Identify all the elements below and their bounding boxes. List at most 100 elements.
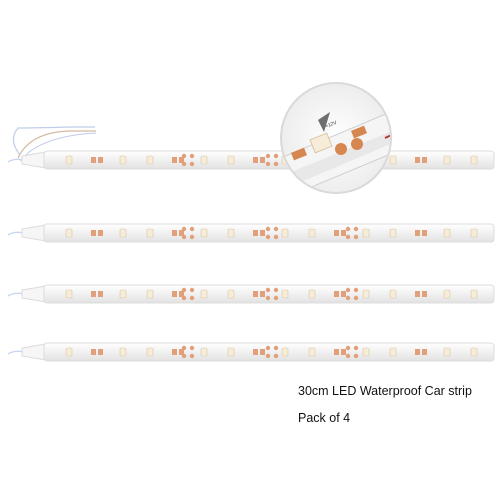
resistor-icon <box>422 291 427 297</box>
led-chip-icon <box>146 228 154 238</box>
resistor-icon <box>415 157 420 163</box>
led-chip-icon <box>470 228 478 238</box>
led-chip-icon <box>146 289 154 299</box>
resistor-icon <box>334 349 339 355</box>
solder-pad <box>353 353 359 359</box>
pack-count-label: Pack of 4 <box>298 411 351 425</box>
resistor-icon <box>260 157 265 163</box>
resistor-icon <box>253 291 258 297</box>
led-chip-icon <box>389 289 397 299</box>
solder-pad <box>189 234 195 240</box>
led-chip-icon <box>443 228 451 238</box>
led-chip-icon <box>65 228 73 238</box>
solder-pad <box>273 234 279 240</box>
resistor-icon <box>172 157 177 163</box>
solder-pad <box>273 161 279 167</box>
led-chip-icon <box>470 347 478 357</box>
led-strip <box>7 342 495 362</box>
resistor-icon <box>260 230 265 236</box>
magnifier-inset-icon: +12V <box>280 82 392 194</box>
solder-pad <box>345 345 351 351</box>
resistor-icon <box>341 291 346 297</box>
resistor-icon <box>260 349 265 355</box>
solder-pad <box>265 345 271 351</box>
resistor-icon <box>415 291 420 297</box>
solder-pad <box>189 287 195 293</box>
solder-pad <box>353 234 359 240</box>
solder-pad <box>353 287 359 293</box>
solder-pad <box>181 287 187 293</box>
led-chip-icon <box>281 289 289 299</box>
led-chip-icon <box>308 289 316 299</box>
solder-pad <box>265 353 271 359</box>
solder-pad <box>345 353 351 359</box>
solder-pad <box>353 226 359 232</box>
led-chip-icon <box>389 228 397 238</box>
solder-pad <box>265 153 271 159</box>
strip-body <box>43 223 495 243</box>
solder-pad <box>273 226 279 232</box>
solder-pad <box>189 345 195 351</box>
resistor-icon <box>260 291 265 297</box>
resistor-icon <box>422 349 427 355</box>
solder-pad <box>273 353 279 359</box>
resistor-icon <box>98 157 103 163</box>
solder-pad <box>181 153 187 159</box>
solder-pad <box>189 161 195 167</box>
strip-body <box>43 284 495 304</box>
resistor-icon <box>179 230 184 236</box>
resistor-icon <box>98 291 103 297</box>
resistor-icon <box>415 349 420 355</box>
resistor-icon <box>98 230 103 236</box>
led-chip-icon <box>227 289 235 299</box>
led-chip-icon <box>443 347 451 357</box>
solder-pad <box>265 161 271 167</box>
led-chip-icon <box>65 347 73 357</box>
resistor-icon <box>179 349 184 355</box>
solder-pad <box>345 287 351 293</box>
resistor-icon <box>334 291 339 297</box>
svg-text:+12V: +12V <box>325 120 339 130</box>
led-chip-icon <box>281 347 289 357</box>
solder-pad <box>353 345 359 351</box>
led-chip-icon <box>308 347 316 357</box>
resistor-icon <box>91 230 96 236</box>
solder-pad <box>181 295 187 301</box>
resistor-icon <box>179 291 184 297</box>
led-chip-icon <box>389 347 397 357</box>
resistor-icon <box>253 230 258 236</box>
led-chip-icon <box>443 289 451 299</box>
end-cap <box>21 343 47 361</box>
solder-pad <box>345 295 351 301</box>
led-strip <box>7 223 495 243</box>
resistor-icon <box>341 349 346 355</box>
led-chip-icon <box>281 228 289 238</box>
led-chip-icon <box>146 347 154 357</box>
led-chip-icon <box>200 347 208 357</box>
solder-pad <box>189 295 195 301</box>
led-chip-icon <box>200 155 208 165</box>
solder-pad <box>181 226 187 232</box>
solder-pad <box>345 226 351 232</box>
solder-pad <box>345 234 351 240</box>
resistor-icon <box>91 349 96 355</box>
solder-pad <box>181 234 187 240</box>
solder-pad <box>273 153 279 159</box>
led-chip-icon <box>362 347 370 357</box>
led-chip-icon <box>443 155 451 165</box>
led-chip-icon <box>65 155 73 165</box>
solder-pad <box>273 345 279 351</box>
led-chip-icon <box>146 155 154 165</box>
resistor-icon <box>172 230 177 236</box>
led-chip-icon <box>470 155 478 165</box>
led-chip-icon <box>362 228 370 238</box>
solder-pad <box>265 234 271 240</box>
led-chip-icon <box>308 228 316 238</box>
resistor-icon <box>91 291 96 297</box>
solder-pad <box>181 353 187 359</box>
led-chip-icon <box>200 228 208 238</box>
led-chip-icon <box>119 155 127 165</box>
solder-pad <box>265 226 271 232</box>
